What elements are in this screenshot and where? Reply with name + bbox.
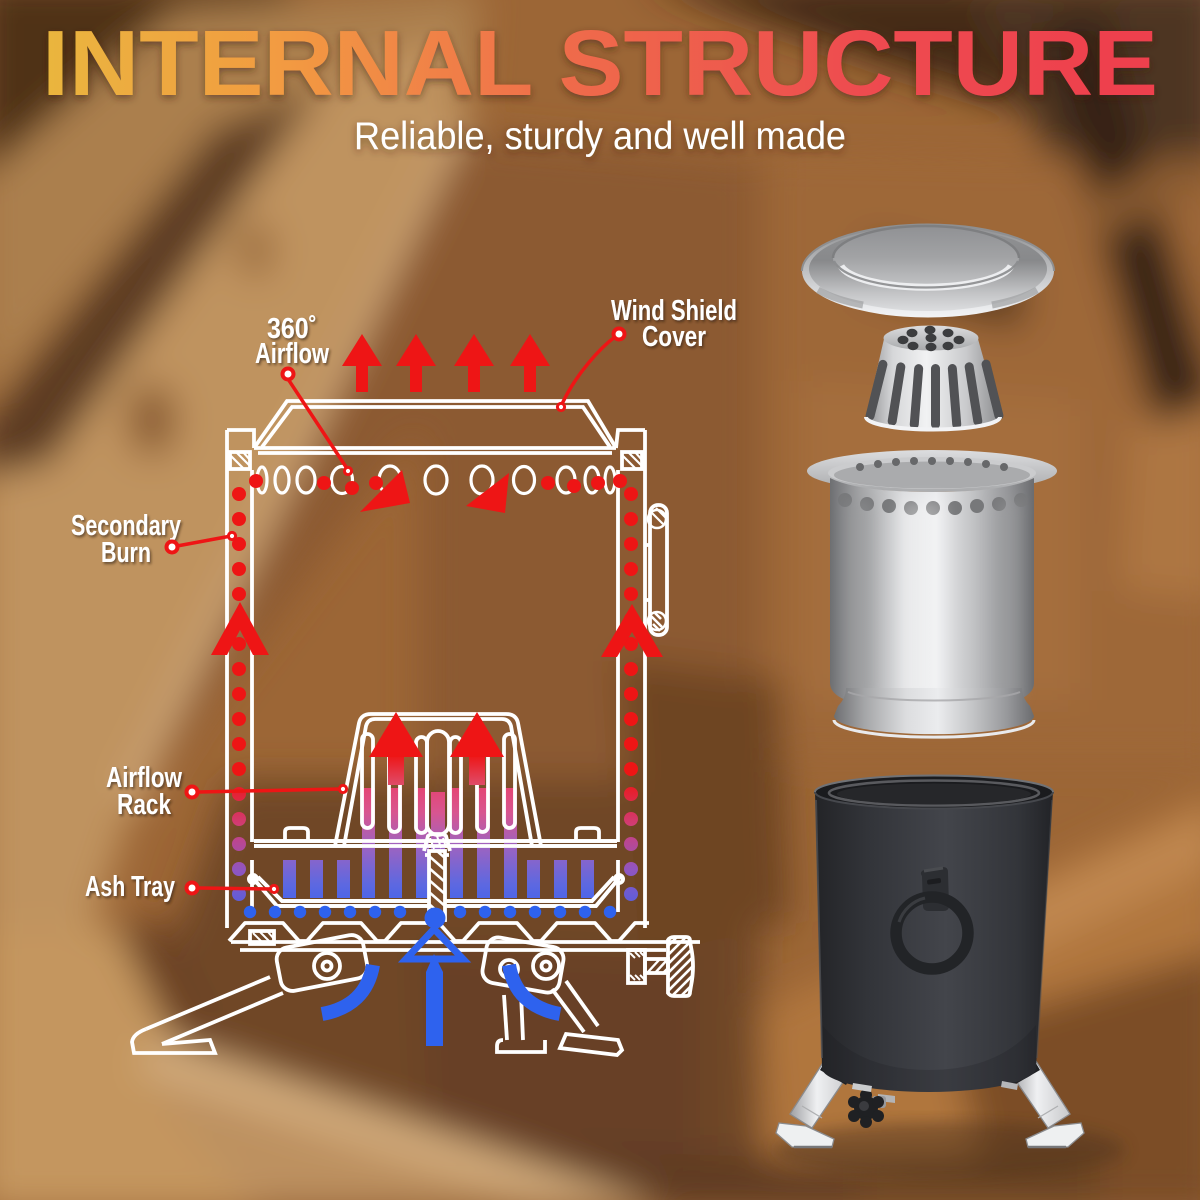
- svg-text:Reliable, sturdy and well made: Reliable, sturdy and well made: [354, 115, 846, 158]
- svg-text:Wind Shield: Wind Shield: [611, 295, 737, 327]
- svg-text:Rack: Rack: [117, 789, 172, 821]
- svg-text:Ash Tray: Ash Tray: [85, 871, 175, 903]
- svg-text:Airflow: Airflow: [106, 762, 182, 794]
- svg-text:Secondary: Secondary: [71, 510, 181, 542]
- svg-text:Burn: Burn: [101, 537, 151, 569]
- svg-text:INTERNAL STRUCTURE: INTERNAL STRUCTURE: [42, 11, 1158, 115]
- svg-text:Airflow: Airflow: [255, 338, 329, 370]
- svg-text:Cover: Cover: [642, 321, 706, 353]
- svg-text:360˚: 360˚: [267, 313, 317, 345]
